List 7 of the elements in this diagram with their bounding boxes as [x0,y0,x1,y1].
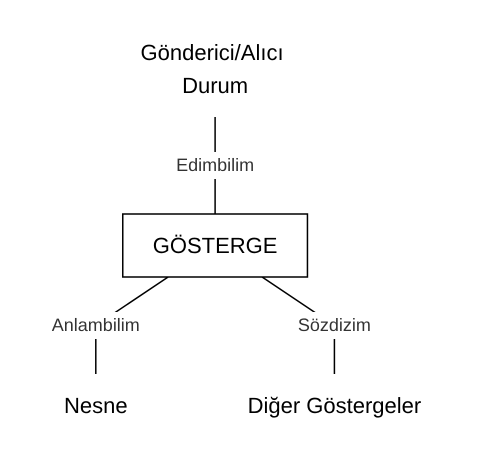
edge-label: Anlambilim [52,315,140,335]
node-text: Gönderici/Alıcı Durum [140,40,284,98]
node-box: GÖSTERGE [122,213,309,278]
node-text: Diğer Göstergeler [248,393,422,418]
edge-label: Edimbilim [176,155,254,175]
node-text: Nesne [64,393,128,418]
edge-label: Sözdizim [298,315,372,335]
